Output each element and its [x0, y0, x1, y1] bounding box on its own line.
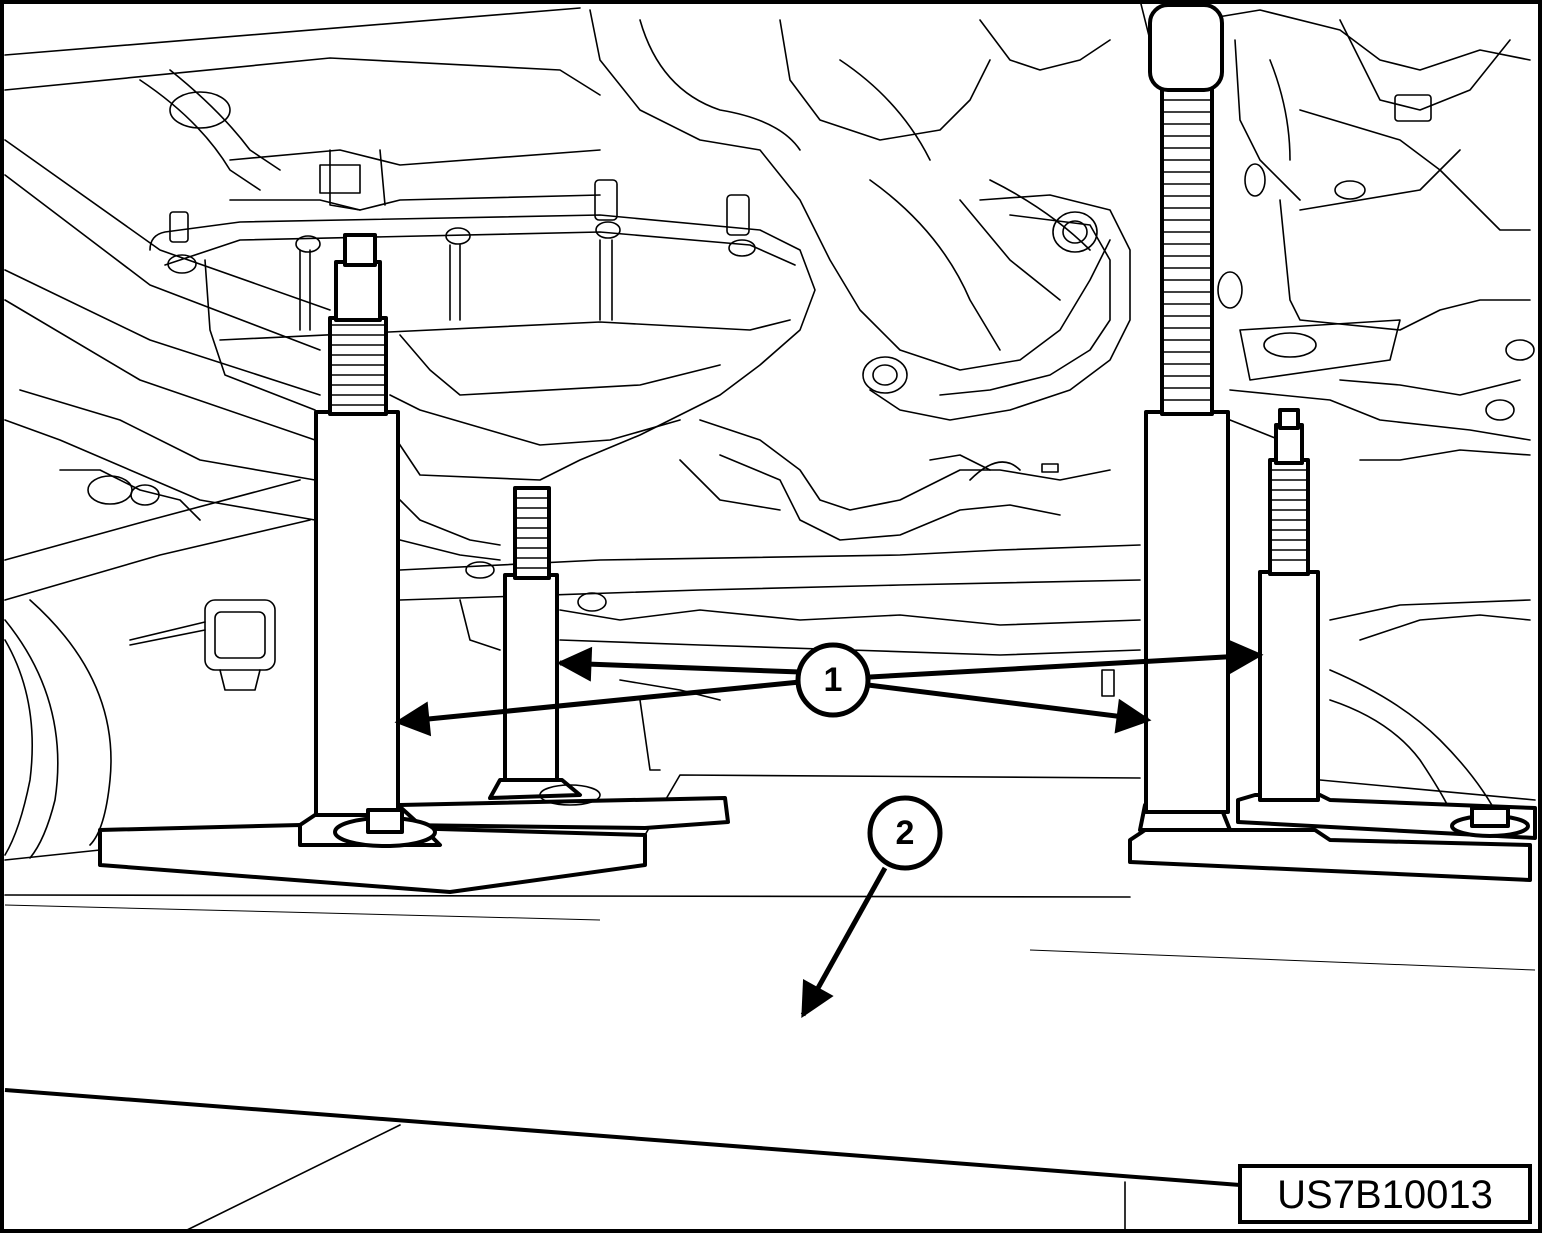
support-stands: [98, 3, 1537, 894]
callout-1-label: 1: [824, 661, 843, 699]
arrow-1-front-left: [394, 679, 801, 737]
stand-rear-left: [398, 486, 730, 830]
stand-front-left: [98, 233, 647, 894]
arrow-1-front-right: [867, 682, 1152, 734]
stand-rear-right: [1236, 408, 1537, 840]
arrow-1-rear-left: [556, 646, 801, 682]
arrow-1-rear-right: [869, 639, 1264, 680]
leader-arrows: [394, 639, 1264, 1019]
arrow-2-lift: [800, 866, 888, 1019]
callout-1: 1: [795, 642, 871, 718]
callout-2: 2: [867, 795, 943, 871]
figure-id-label: US7B10013: [1277, 1173, 1493, 1217]
stand-front-right: [1128, 3, 1532, 882]
figure-id-box: US7B10013: [1238, 1164, 1532, 1224]
callout-2-label: 2: [896, 814, 915, 852]
